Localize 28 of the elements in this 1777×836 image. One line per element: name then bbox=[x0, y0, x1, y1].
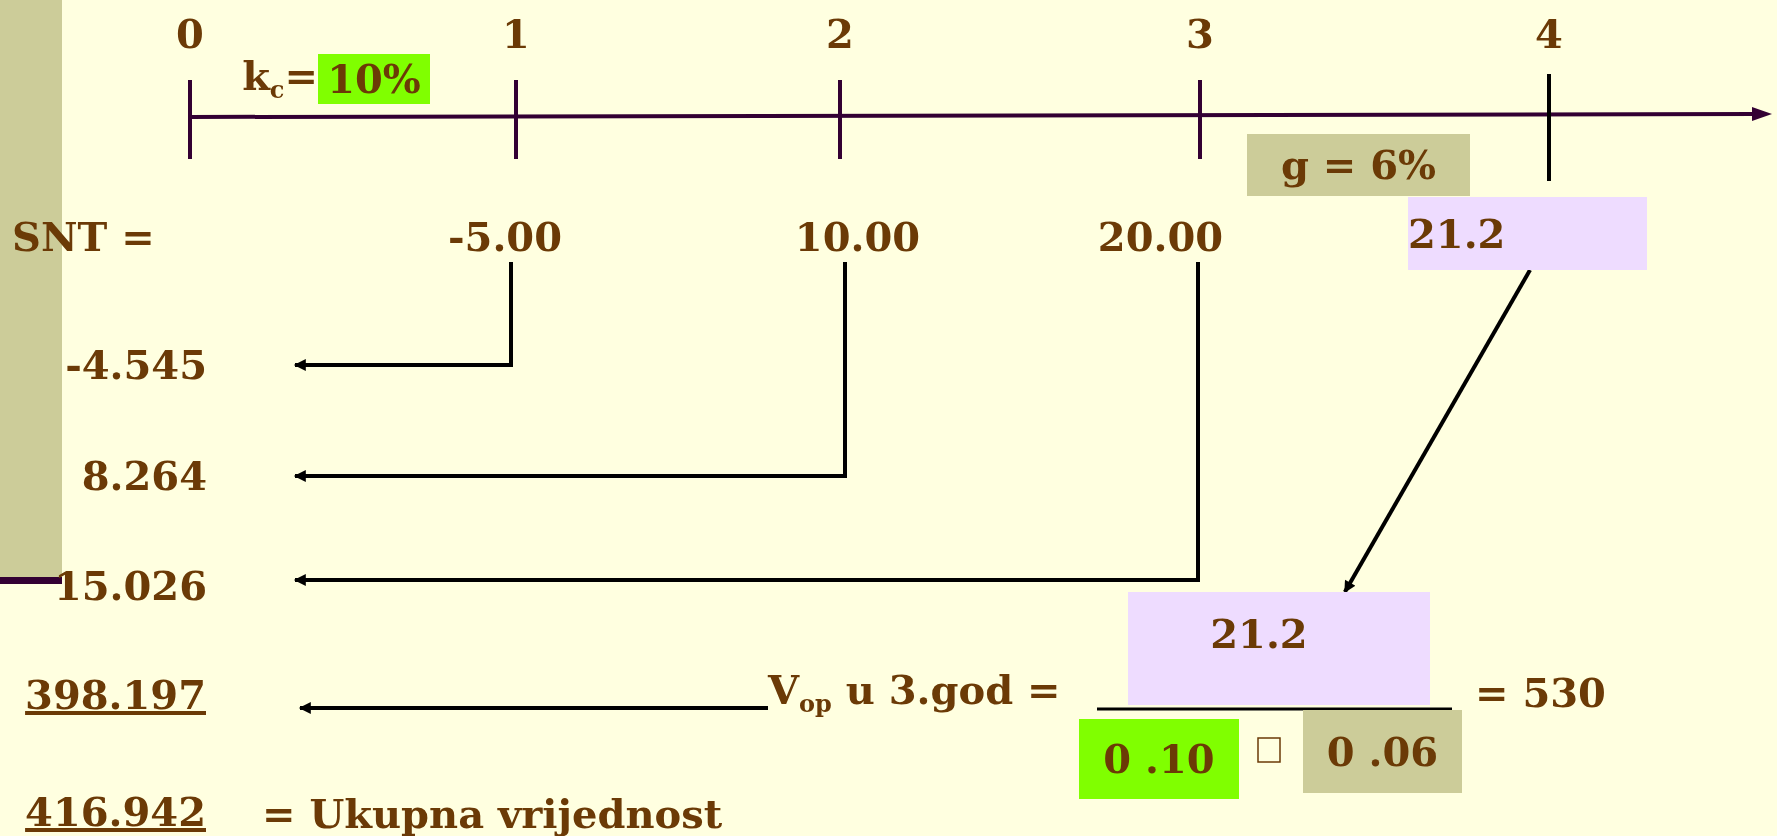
present-value: 398.197 bbox=[0, 670, 300, 720]
tick-label: 1 bbox=[501, 10, 531, 58]
present-value: 8.264 bbox=[40, 451, 295, 501]
tick-label: 0 bbox=[175, 10, 205, 58]
cash-flow-value: 20.00 bbox=[1088, 212, 1233, 262]
total-value: 416.942 bbox=[24, 789, 206, 835]
tick-label: 2 bbox=[825, 10, 855, 58]
highlighted-value: 0 .10 bbox=[1079, 719, 1239, 799]
highlighted-value: 0 .06 bbox=[1303, 710, 1462, 793]
highlighted-value: 21.2 bbox=[1408, 197, 1647, 270]
highlighted-value: 10% bbox=[318, 54, 430, 104]
row-label: SNT = bbox=[12, 212, 156, 262]
arrow bbox=[293, 262, 513, 371]
arrow bbox=[293, 262, 1200, 586]
highlighted-value: 21.2 bbox=[1128, 592, 1430, 705]
cash-flow-value: -5.00 bbox=[440, 212, 570, 262]
rate-label: k$_{c}$= bbox=[241, 54, 318, 104]
result-text: = 530 bbox=[1475, 667, 1607, 718]
formula-text: V$_{op}$ u 3.god = bbox=[768, 665, 1098, 720]
tick-label: 3 bbox=[1185, 10, 1215, 58]
highlighted-value: g = 6% bbox=[1247, 134, 1470, 196]
tick-label: 4 bbox=[1534, 10, 1564, 58]
present-value: 15.026 bbox=[40, 561, 295, 611]
arrow bbox=[298, 702, 768, 714]
arrow bbox=[1343, 269, 1532, 594]
cash-flow-value: 10.00 bbox=[790, 212, 925, 262]
present-value: -4.545 bbox=[40, 340, 295, 390]
arrow bbox=[293, 262, 847, 482]
